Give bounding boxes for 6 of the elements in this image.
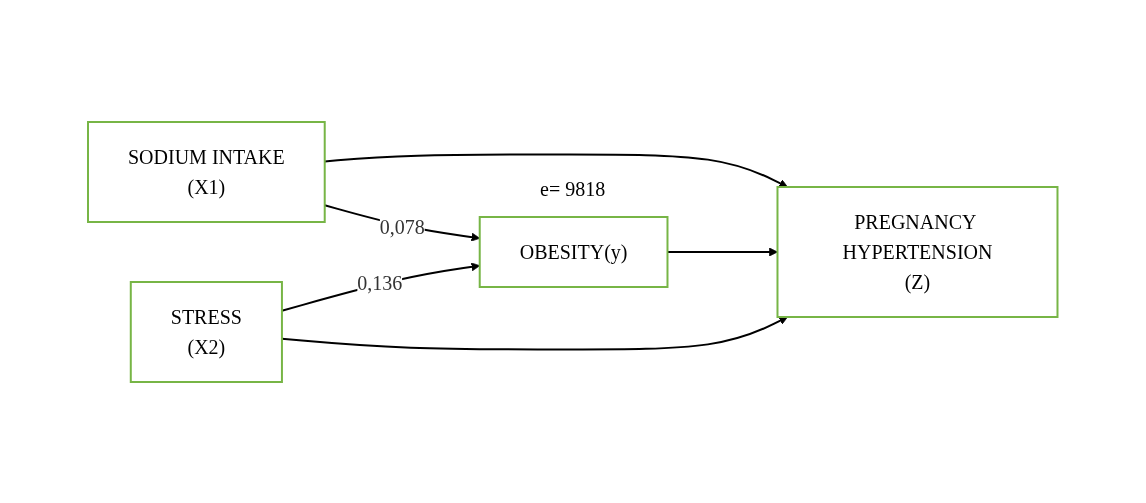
node-box: OBESITY(y): [478, 215, 669, 288]
node-box: STRESS (X2): [130, 280, 284, 383]
edge-label: 0,078: [379, 215, 425, 238]
node-box: PREGNANCY HYPERTENSION (Z): [776, 185, 1059, 318]
edge-label: 0,136: [357, 271, 403, 294]
node-box: SODIUM INTAKE (X1): [87, 120, 326, 223]
